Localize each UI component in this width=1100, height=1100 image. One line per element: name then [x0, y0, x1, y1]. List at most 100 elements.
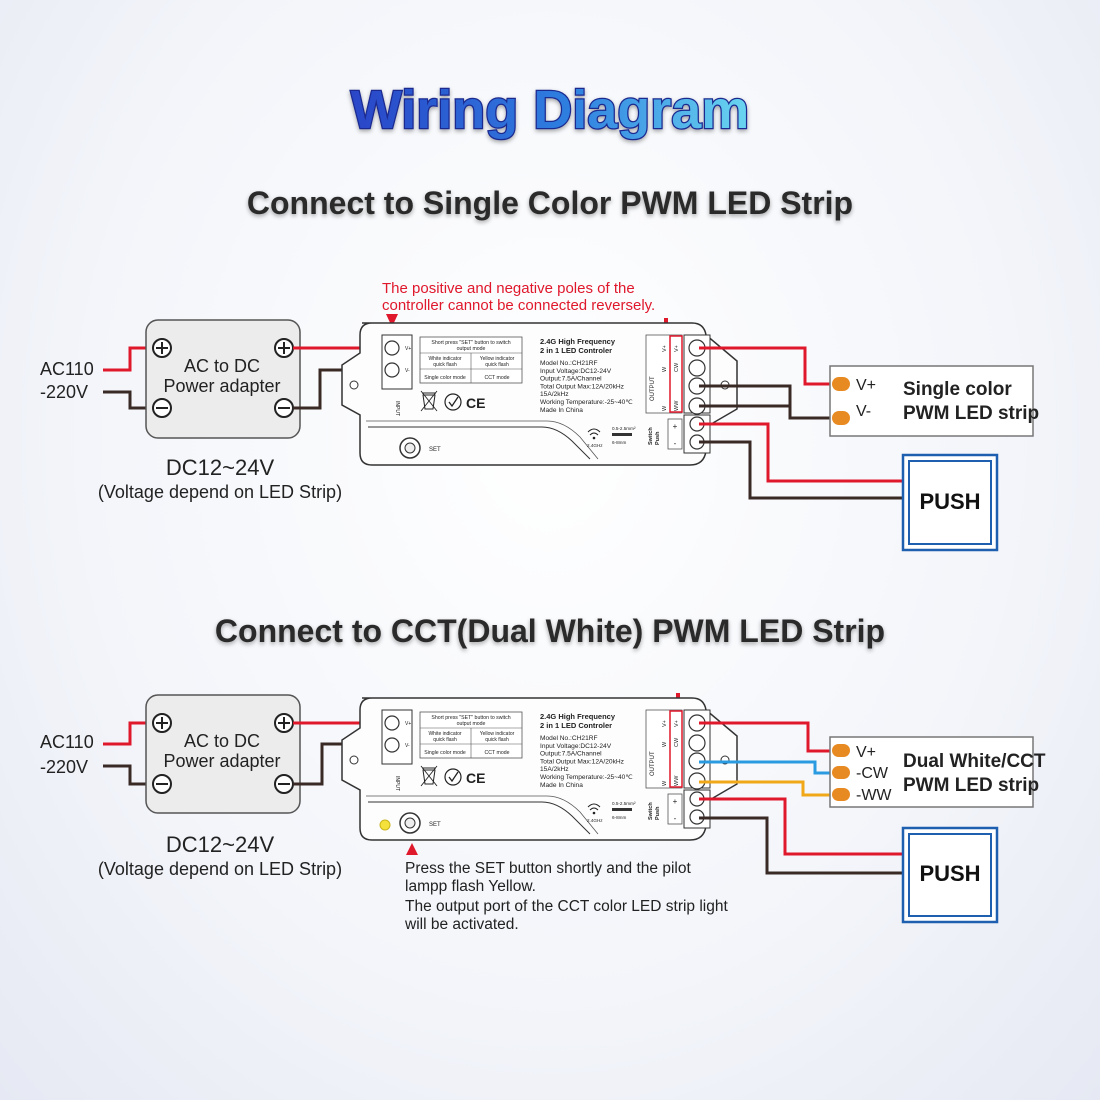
push-button-label: PUSH — [919, 489, 980, 514]
output-pin-label: W — [662, 405, 668, 411]
input-terminal-screw — [384, 737, 400, 753]
switch-label-1: Switch — [648, 427, 654, 445]
output-wire-ww — [699, 780, 840, 797]
warning-line-1: The positive and negative poles of the — [382, 280, 635, 297]
set-note-line-4: will be activated. — [404, 916, 519, 933]
ce-mark: CE — [466, 770, 485, 786]
switch-wire-plus-2 — [699, 797, 906, 856]
wire-spec-2: 6-8mm — [612, 440, 626, 445]
spec-line: Output:7.5A/Channel — [540, 751, 602, 758]
switch-pin-plus: + — [673, 422, 678, 431]
spec-line: Model No.:CH21RF — [540, 735, 598, 742]
input-label: INPUT — [394, 776, 400, 791]
switch-pin-minus: - — [674, 439, 677, 448]
wireless-signal-icon — [587, 428, 601, 440]
adapter-ac-plus-icon-2 — [152, 713, 172, 733]
mode-yellow-1: Yellow indicator — [480, 731, 515, 737]
mode-header-1: Short press "SET" button to switch — [431, 340, 510, 346]
wire-spec-2: 6-8mm — [612, 815, 626, 820]
frequency-label: 2.4GHz — [587, 818, 603, 823]
set-note-line-3: The output port of the CCT color LED str… — [405, 898, 728, 915]
switch-label-1: Switch — [648, 802, 654, 820]
switch-label-2: Push — [655, 431, 661, 445]
strip-label-1: Single color — [903, 379, 1012, 400]
spec-line: Input Voltage:DC12-24V — [540, 368, 612, 375]
output-wire-w1 — [699, 384, 840, 420]
power-adapter-box — [145, 319, 301, 439]
adapter-label-2: Power adapter — [163, 376, 280, 396]
power-adapter-box-2 — [145, 694, 301, 814]
spec-line: Output:7.5A/Channel — [540, 376, 602, 383]
input-terminal-screw — [384, 715, 400, 731]
adapter-dc-plus-icon — [274, 338, 294, 358]
input-pin-label: V- — [405, 368, 410, 374]
output-highlight — [669, 335, 683, 413]
controller-body-curve — [368, 426, 591, 460]
spec-line: Input Voltage:DC12-24V — [540, 743, 612, 750]
adapter2-label-2: Power adapter — [163, 751, 280, 771]
section2-heading: Connect to CCT(Dual White) PWM LED Strip — [215, 613, 885, 649]
specs-title-2: 2 in 1 LED Controler — [540, 346, 612, 355]
output-label: OUTPUT — [650, 751, 656, 776]
ac-wire-live — [103, 346, 150, 372]
wire-spec-1: 0.5-2.5mm² — [612, 801, 636, 806]
spec-line: Working Temperature:-25~40℃ — [540, 774, 633, 781]
specs-title-2: 2 in 1 LED Controler — [540, 721, 612, 730]
ac-label-2: AC110 — [40, 732, 94, 752]
main-title: Wiring Diagram — [351, 80, 750, 140]
output-pin-label: WW — [674, 775, 680, 786]
spec-line: 15A/2kHz — [540, 766, 569, 773]
specs-title-1: 2.4G High Frequency — [540, 337, 616, 346]
strip2-pin-cw: -CW — [856, 765, 889, 782]
output-wire-vplus — [699, 346, 840, 386]
rohs-icon — [444, 393, 462, 411]
strip2-pin-vplus: V+ — [856, 744, 876, 761]
dc-note-2: (Voltage depend on LED Strip) — [98, 859, 342, 879]
switch-pin-minus: - — [674, 814, 677, 823]
spec-line: Made In China — [540, 407, 583, 414]
output-wire-cw — [699, 760, 840, 775]
strip2-pad-vplus — [832, 744, 850, 757]
output-pin-label: V+ — [662, 720, 668, 727]
set-button[interactable] — [399, 812, 421, 834]
spec-line: Made In China — [540, 782, 583, 789]
dc-note: (Voltage depend on LED Strip) — [98, 482, 342, 502]
controller-body-curve — [368, 801, 591, 835]
mode-header-2: output mode — [457, 721, 486, 727]
strip2-pin-ww: -WW — [856, 787, 892, 804]
set-note-line-1: Press the SET button shortly and the pil… — [405, 860, 691, 877]
set-note-line-2: lampp flash Yellow. — [405, 878, 536, 895]
led-strip-box-2 — [829, 736, 1034, 808]
adapter-dc-plus-icon-2 — [274, 713, 294, 733]
mode-white-2: quick flash — [433, 362, 457, 368]
wire-strip-icon — [612, 808, 632, 811]
output-pin-label: CW — [674, 362, 680, 372]
adapter-dc-minus-icon — [274, 398, 294, 418]
warning-arrow-input — [386, 314, 398, 327]
switch-wire-minus-2 — [699, 816, 906, 875]
wireless-signal-icon — [587, 803, 601, 815]
dc-label-2: DC12~24V — [166, 832, 275, 857]
mode-white-1: White indicator — [428, 731, 461, 737]
strip-pin-vplus: V+ — [856, 377, 876, 394]
mode-cct: CCT mode — [485, 375, 510, 381]
switch-pin-plus: + — [673, 797, 678, 806]
set-button[interactable] — [399, 437, 421, 459]
adapter-ac-plus-icon — [152, 338, 172, 358]
specs-title-1: 2.4G High Frequency — [540, 712, 616, 721]
push-button-label-2: PUSH — [919, 861, 980, 886]
spec-line: Model No.:CH21RF — [540, 360, 598, 367]
controller-body-curve-inner — [366, 420, 599, 460]
dc-label: DC12~24V — [166, 455, 275, 480]
push-button-inner — [908, 460, 992, 545]
adapter-ac-minus-icon-2 — [152, 774, 172, 794]
mode-single: Single color mode — [424, 375, 466, 381]
output-label-box — [645, 334, 683, 414]
switch-label-2: Push — [655, 806, 661, 820]
wire-spec-1: 0.5-2.5mm² — [612, 426, 636, 431]
set-button-label: SET — [429, 822, 441, 828]
output-pin-label: V+ — [674, 345, 680, 352]
mode-yellow-2: quick flash — [485, 737, 509, 743]
